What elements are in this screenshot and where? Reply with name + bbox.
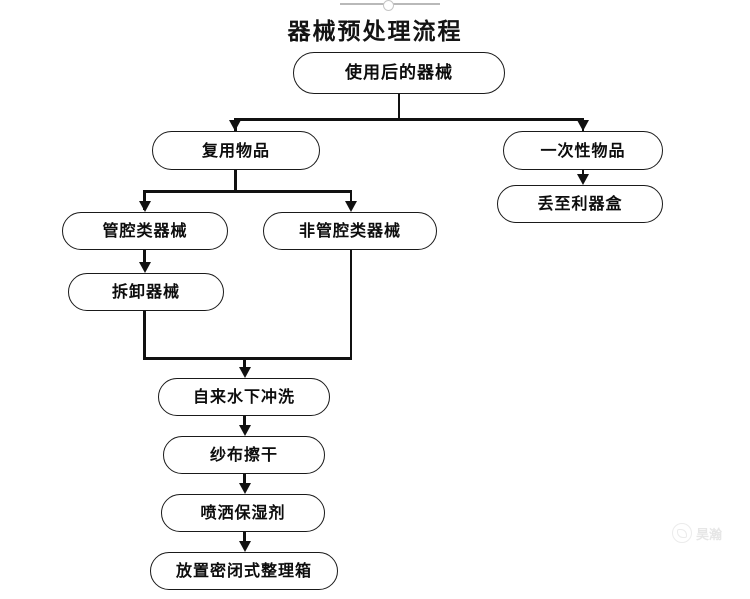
node-closed-storage-box[interactable]: 放置密闭式整理箱 (150, 552, 338, 590)
connector-n1-stem (397, 94, 401, 120)
node-gauze-dry[interactable]: 纱布擦干 (163, 436, 325, 474)
connector-n8-to-n9 (243, 416, 246, 427)
connector-n6-down (349, 250, 352, 359)
connector-n10-to-n11 (243, 532, 246, 543)
page-title: 器械预处理流程 (287, 18, 463, 45)
arrow-n10-to-n11 (238, 541, 251, 552)
node-used-instruments[interactable]: 使用后的器械 (293, 52, 505, 94)
connector-n2-stem (234, 170, 237, 192)
connector-n1-split-bar (235, 118, 583, 121)
arrow-n5-to-n7 (138, 262, 151, 273)
connector-n2-split-bar (143, 190, 352, 193)
node-lumen-instruments[interactable]: 管腔类器械 (62, 212, 228, 250)
connector-n5-to-n7 (143, 250, 146, 263)
node-tap-water-rinse[interactable]: 自来水下冲洗 (158, 378, 330, 416)
arrow-n2-to-n5 (138, 201, 151, 212)
connector-n2-to-n5-drop (143, 190, 146, 210)
watermark-text: 昊瀚 (696, 527, 723, 543)
watermark: 昊瀚 (672, 521, 740, 545)
arrow-n9-to-n10 (238, 483, 251, 494)
connector-merge-bar (143, 357, 352, 360)
connector-n9-to-n10 (243, 474, 246, 485)
arrow-n3-to-n4 (576, 174, 589, 185)
node-disposable-items[interactable]: 一次性物品 (503, 131, 663, 170)
connector-merge-to-n8 (243, 357, 246, 370)
watermark-logo-icon (672, 523, 692, 543)
node-spray-humectant[interactable]: 喷洒保湿剂 (161, 494, 325, 532)
arrow-n8-to-n9 (238, 425, 251, 436)
connector-n2-to-n6-drop (349, 190, 352, 210)
node-disassemble[interactable]: 拆卸器械 (68, 273, 224, 311)
arrow-n1-to-n3 (576, 120, 589, 131)
top-edge-artifact-circle (383, 0, 394, 11)
arrow-n1-to-n2 (229, 120, 241, 131)
arrow-n2-to-n6 (345, 201, 357, 212)
node-discard-sharps-box[interactable]: 丢至利器盒 (497, 185, 663, 223)
arrow-merge-to-n8 (238, 367, 251, 378)
node-non-lumen-instruments[interactable]: 非管腔类器械 (263, 212, 437, 250)
node-reusable-items[interactable]: 复用物品 (152, 131, 320, 170)
connector-n7-down (143, 311, 146, 359)
